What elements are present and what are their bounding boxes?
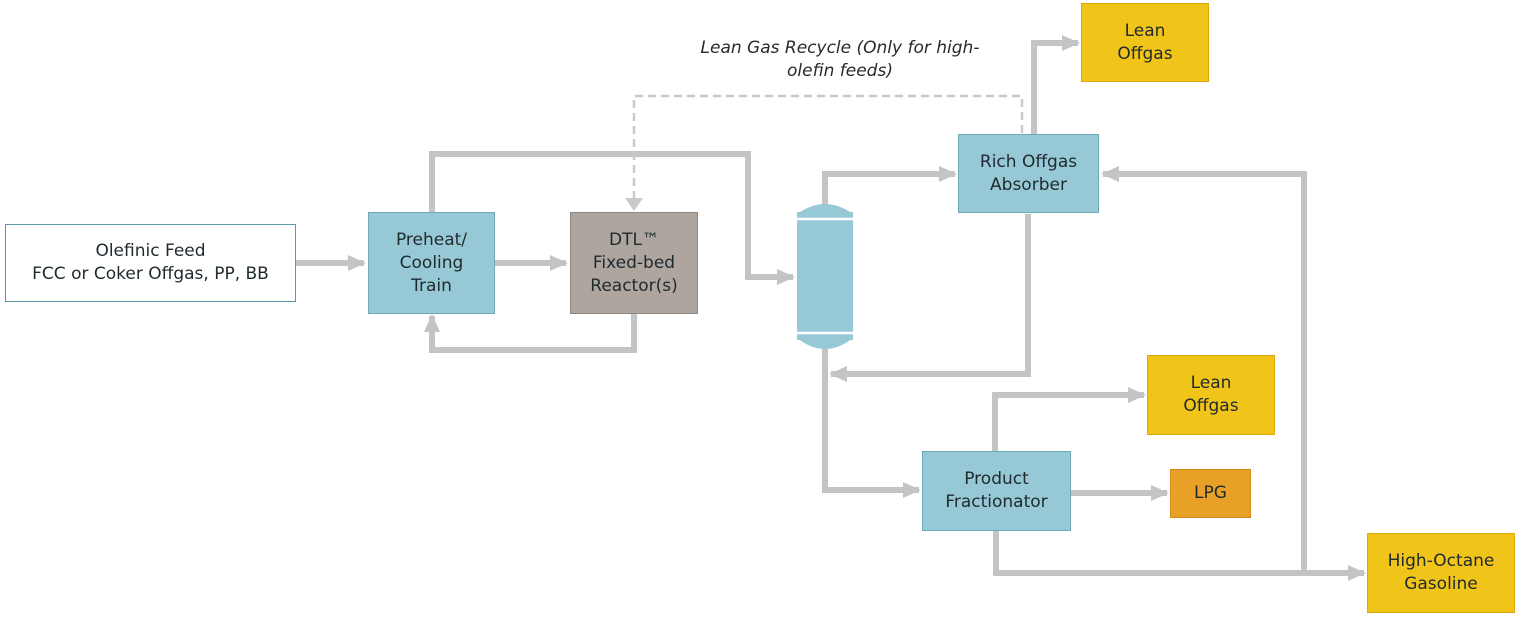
reactor-label-line-1: DTL™ [609,229,659,250]
gasoline-label-line-1: High-Octane [1387,551,1495,571]
high-octane-gasoline-box: High-Octane Gasoline [1367,533,1515,613]
fractionator-label-line-1: Product [964,469,1029,489]
preheat-label-line-2: Cooling [399,252,464,273]
gasoline-label-line-2: Gasoline [1404,574,1478,594]
feed-label-line-2: FCC or Coker Offgas, PP, BB [32,264,269,284]
preheat-label-line-1: Preheat/ [395,229,468,250]
stream-reactor-to-preheat [424,314,637,353]
stream-lean-gas-recycle [632,94,1024,204]
lean-offgas-top-line-1: Lean [1124,20,1166,41]
product-fractionator-box: Product Fractionator [922,451,1071,531]
dtl-reactor-box: DTL™ Fixed-bed Reactor(s) [570,212,698,314]
lean-offgas-mid-line-1: Lean [1190,373,1232,393]
fractionator-label-line-2: Fractionator [945,492,1048,512]
lpg-box: LPG [1170,469,1251,518]
stream-absorber-to-lean-offgas-top [1031,35,1080,134]
stream-fractionator-to-gasoline [993,531,1366,581]
lean-offgas-top-box: Lean Offgas [1081,3,1209,82]
lean-offgas-mid-line-2: Offgas [1183,396,1239,416]
lean-gas-recycle-note: Lean Gas Recycle (Only for high-olefin f… [690,37,990,83]
recycle-arrowhead [625,198,643,211]
lean-offgas-mid-box: Lean Offgas [1147,355,1275,435]
feed-label-line-1: Olefinic Feed [95,241,206,261]
lpg-label: LPG [1194,483,1227,503]
stream-separator-to-fractionator [822,347,921,498]
preheat-cooling-train-box: Preheat/ Cooling Train [368,212,495,314]
reactor-label-line-2: Fixed-bed [592,252,676,273]
stream-preheat-to-separator [429,151,795,285]
preheat-label-line-3: Train [411,275,452,296]
stream-fractionator-to-lean-offgas-mid [992,387,1146,452]
recycle-note-line-2: (Only for high-olefin feeds) [787,38,980,81]
stream-separator-to-absorber [822,166,957,207]
lean-offgas-top-line-2: Offgas [1117,43,1173,64]
olefinic-feed-box: Olefinic Feed FCC or Coker Offgas, PP, B… [5,224,296,302]
stream-absorber-to-separator [829,214,1031,382]
separator-vessel [797,204,853,349]
absorber-label-line-2: Absorber [990,174,1067,195]
rich-offgas-absorber-box: Rich Offgas Absorber [958,134,1099,213]
absorber-label-line-1: Rich Offgas [979,151,1078,172]
stream-gasoline-recycle-to-absorber [1101,166,1307,573]
reactor-label-line-3: Reactor(s) [590,275,678,296]
recycle-note-line-1: Lean Gas Recycle [700,38,852,58]
